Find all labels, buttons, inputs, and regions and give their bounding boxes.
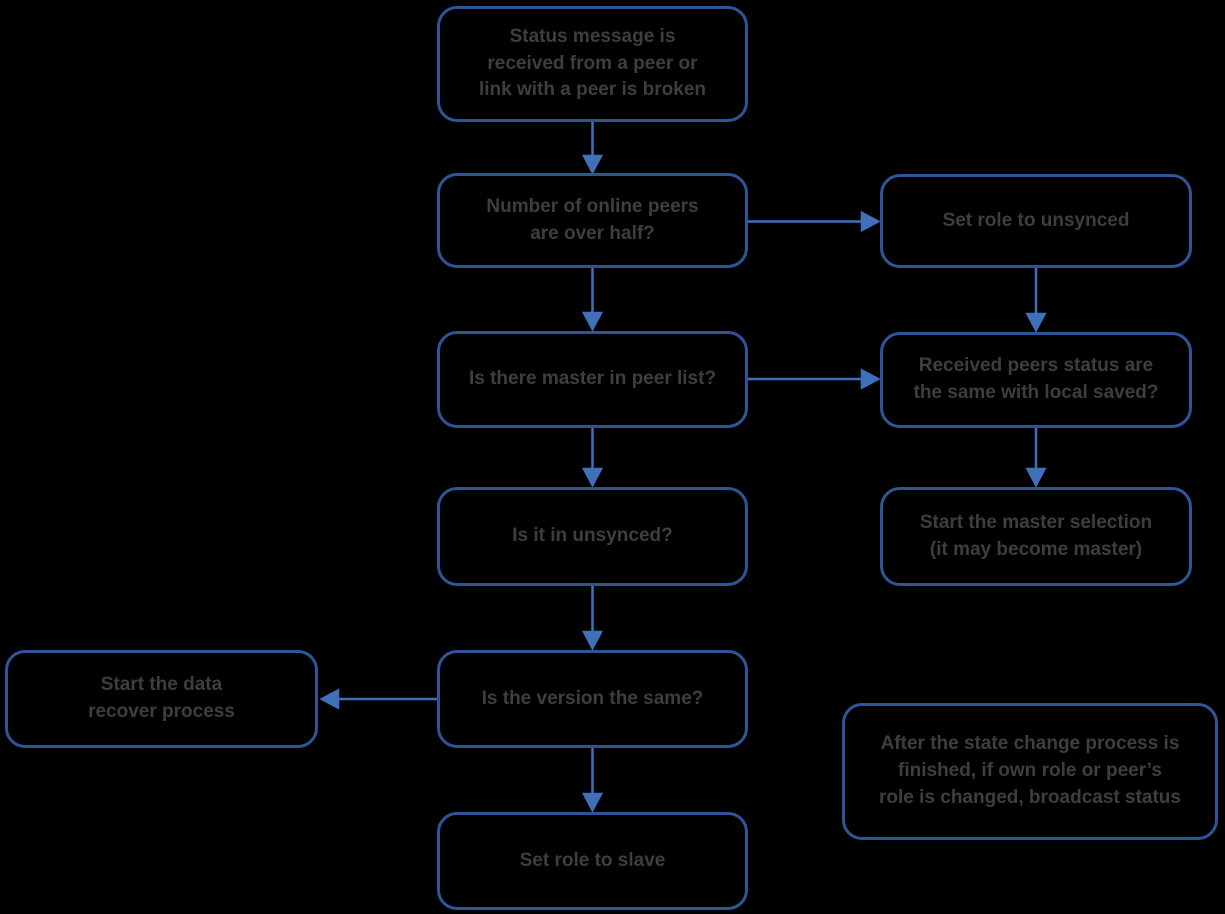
arrow-master-in-peer-list-to-received-status-same — [748, 368, 881, 390]
arrow-is-it-in-unsynced-to-is-version-same — [581, 586, 604, 651]
node-broadcast-status-note: After the state change process is finish… — [842, 703, 1218, 840]
arrow-set-role-unsynced-to-received-status-same — [1025, 268, 1047, 333]
arrow-master-in-peer-list-to-is-it-in-unsynced — [581, 428, 604, 488]
arrow-is-version-same-to-start-data-recover — [319, 688, 437, 710]
node-is-it-in-unsynced: Is it in unsynced? — [437, 487, 748, 586]
node-peers-over-half: Number of online peers are over half? — [437, 173, 748, 268]
node-set-role-unsynced: Set role to unsynced — [880, 174, 1192, 268]
arrow-received-status-same-to-start-master-selection — [1025, 428, 1047, 488]
node-start-master-selection: Start the master selection (it may becom… — [880, 487, 1192, 586]
node-received-status-same: Received peers status are the same with … — [880, 332, 1192, 428]
arrow-is-version-same-to-set-role-slave — [581, 748, 604, 813]
arrow-peers-over-half-to-set-role-unsynced — [748, 210, 881, 233]
arrow-peers-over-half-to-master-in-peer-list — [581, 268, 604, 332]
node-is-version-same: Is the version the same? — [437, 650, 748, 748]
node-status-message-received: Status message is received from a peer o… — [437, 6, 748, 122]
node-master-in-peer-list: Is there master in peer list? — [437, 331, 748, 428]
arrow-start-to-peers-over-half — [581, 122, 604, 175]
node-set-role-slave: Set role to slave — [437, 812, 748, 910]
node-start-data-recover: Start the data recover process — [5, 650, 318, 748]
